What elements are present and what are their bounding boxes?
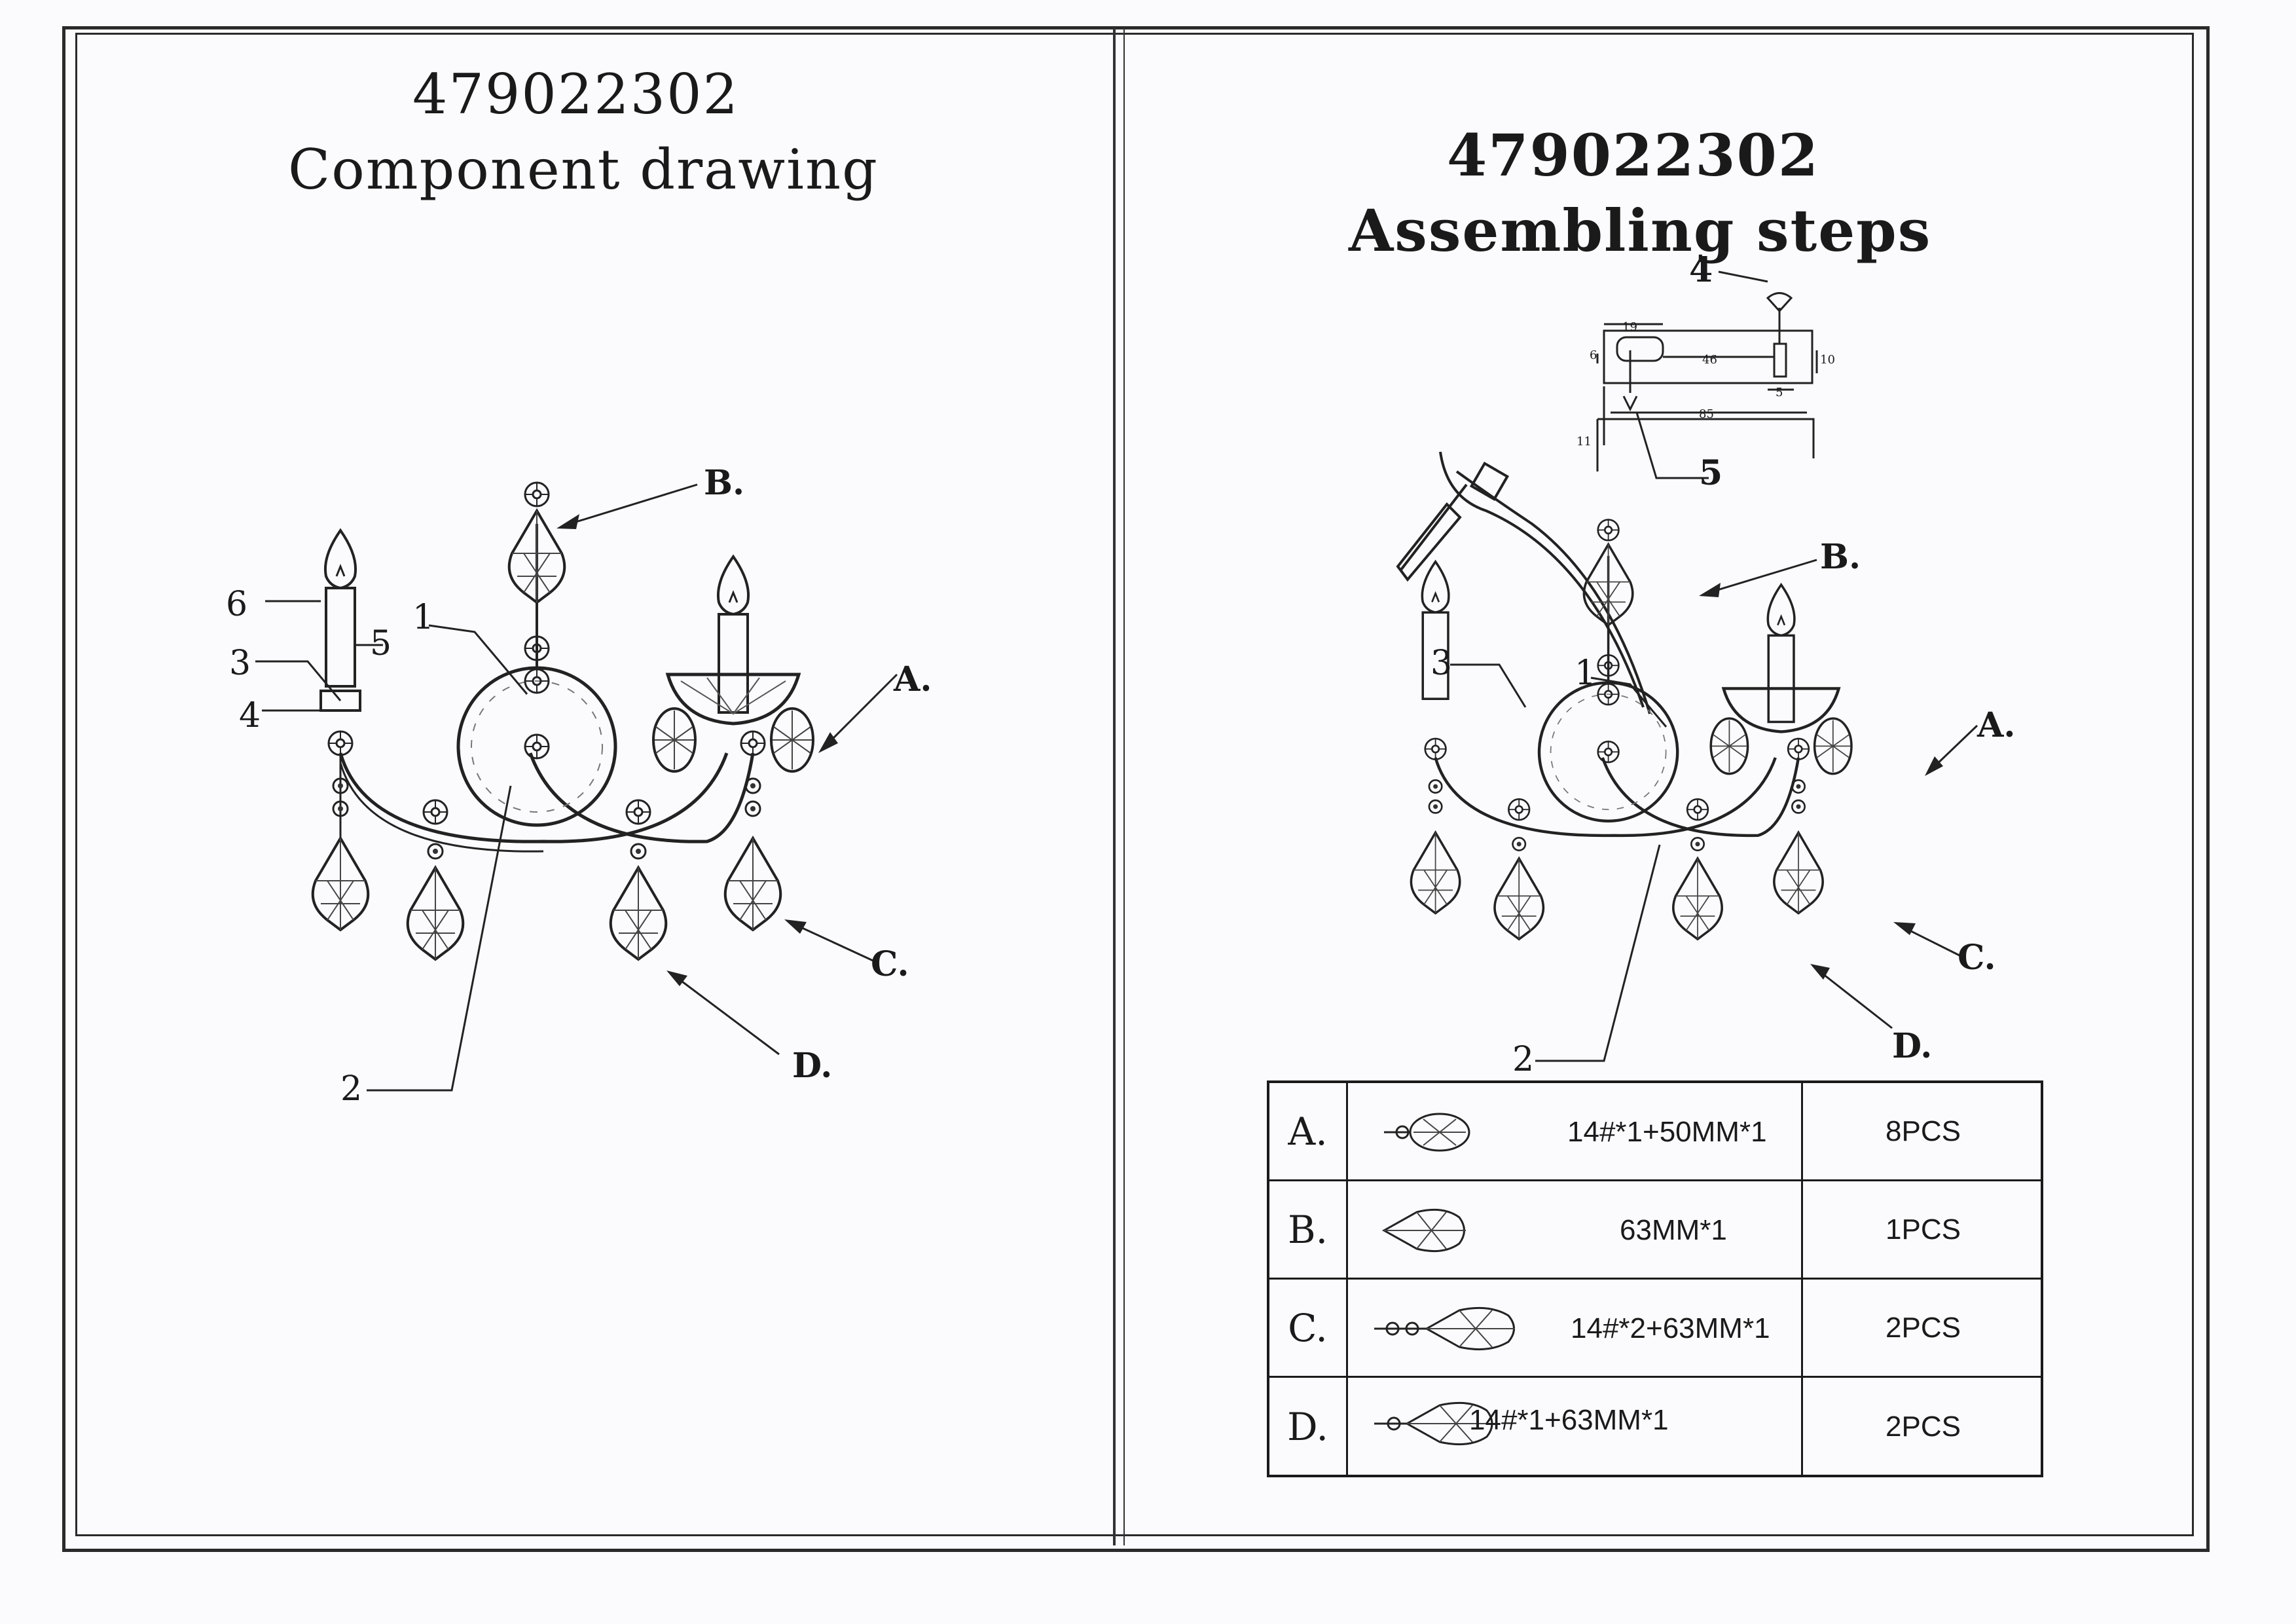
crystal-drop-icon — [1384, 1113, 1470, 1152]
callout-b: B. — [704, 463, 744, 503]
callout-r2: 2 — [1512, 1040, 1534, 1079]
callout-c: C. — [871, 944, 909, 984]
crystal-pendant-bead-icon — [1374, 1401, 1493, 1446]
right-callout-labels: 4 5 3 1 2 B. A. C. D. — [1430, 250, 2015, 1079]
screwdriver-wire-drawing — [1396, 451, 1651, 714]
dim-46: 46 — [1702, 353, 1717, 367]
page-divider — [1113, 28, 1116, 1545]
table-row: B. 63MM*1 1PCS — [1269, 1181, 2041, 1280]
part-description: 14#*2+63MM*1 — [1348, 1280, 1803, 1376]
outer-border — [62, 26, 2210, 1552]
dim-10: 10 — [1820, 353, 1835, 367]
right-callout-lines — [1450, 559, 1978, 1062]
part-spec: 14#*1+50MM*1 — [1567, 1116, 1767, 1148]
callout-2: 2 — [340, 1069, 362, 1109]
crystal-pendant-icon — [1381, 1208, 1466, 1253]
dim-85: 85 — [1699, 407, 1714, 421]
callout-r1: 1 — [1575, 654, 1596, 693]
callout-5: 5 — [370, 624, 392, 663]
parts-table: A. 14#*1+50MM*1 8PCS B. 63MM*1 — [1267, 1080, 2043, 1477]
part-quantity: 1PCS — [1886, 1213, 1961, 1246]
part-spec: 63MM*1 — [1620, 1214, 1727, 1246]
callout-d: D. — [792, 1046, 832, 1086]
dim-11: 11 — [1576, 435, 1592, 449]
callout-r5: 5 — [1699, 453, 1722, 493]
left-callout-lines — [255, 483, 898, 1092]
part-quantity: 8PCS — [1886, 1115, 1961, 1147]
left-model-number: 479022302 — [412, 62, 739, 126]
left-arrowheads — [556, 514, 838, 986]
component-drawing-fixture — [311, 481, 814, 961]
right-arrowheads — [1699, 583, 1943, 980]
part-quantity: 2PCS — [1886, 1411, 1961, 1443]
part-letter: D. — [1269, 1378, 1348, 1476]
dim-5: 5 — [1776, 386, 1783, 399]
dim-19: 19 — [1622, 320, 1637, 334]
part-letter: C. — [1269, 1280, 1348, 1376]
table-row: D. 14#*1+63MM*1 2PCS — [1269, 1378, 2041, 1476]
part-letter: A. — [1269, 1083, 1348, 1179]
callout-3: 3 — [229, 644, 251, 683]
left-page-title: Component drawing — [288, 138, 879, 202]
crystal-pendant-double-bead-icon — [1374, 1306, 1515, 1351]
callout-rb: B. — [1820, 537, 1861, 577]
bracket-detail-drawing — [1596, 270, 1818, 479]
inner-border — [75, 33, 2194, 1536]
callout-rc: C. — [1958, 938, 1996, 978]
part-description: 14#*1+50MM*1 — [1348, 1083, 1803, 1179]
part-description: 63MM*1 — [1348, 1181, 1803, 1278]
callout-rd: D. — [1892, 1026, 1932, 1066]
part-spec: 14#*2+63MM*1 — [1571, 1312, 1770, 1344]
callout-r4: 4 — [1689, 250, 1713, 290]
callout-1: 1 — [412, 598, 434, 637]
bracket-dimension-labels: 19 46 5 10 6 85 11 — [1576, 320, 1835, 449]
table-row: A. 14#*1+50MM*1 8PCS — [1269, 1083, 2041, 1181]
page-divider-inner — [1123, 28, 1125, 1545]
part-quantity: 2PCS — [1886, 1311, 1961, 1344]
part-spec: 14#*1+63MM*1 — [1469, 1404, 1669, 1436]
right-model-number: 479022302 — [1447, 121, 1820, 189]
callout-r3: 3 — [1430, 644, 1452, 683]
callout-6: 6 — [226, 585, 247, 624]
part-letter: B. — [1269, 1181, 1348, 1278]
right-page-title: Assembling steps — [1349, 196, 1932, 265]
callout-a: A. — [893, 659, 932, 699]
dim-6: 6 — [1590, 348, 1597, 362]
assembling-steps-fixture — [1410, 519, 1853, 940]
left-callout-labels: 6 3 4 5 1 2 B. A. C. D. — [226, 463, 932, 1109]
callout-ra: A. — [1977, 705, 2015, 745]
part-description: 14#*1+63MM*1 — [1348, 1378, 1803, 1476]
callout-4: 4 — [239, 696, 261, 735]
table-row: C. 14#*2+63MM*1 2PCS — [1269, 1280, 2041, 1378]
